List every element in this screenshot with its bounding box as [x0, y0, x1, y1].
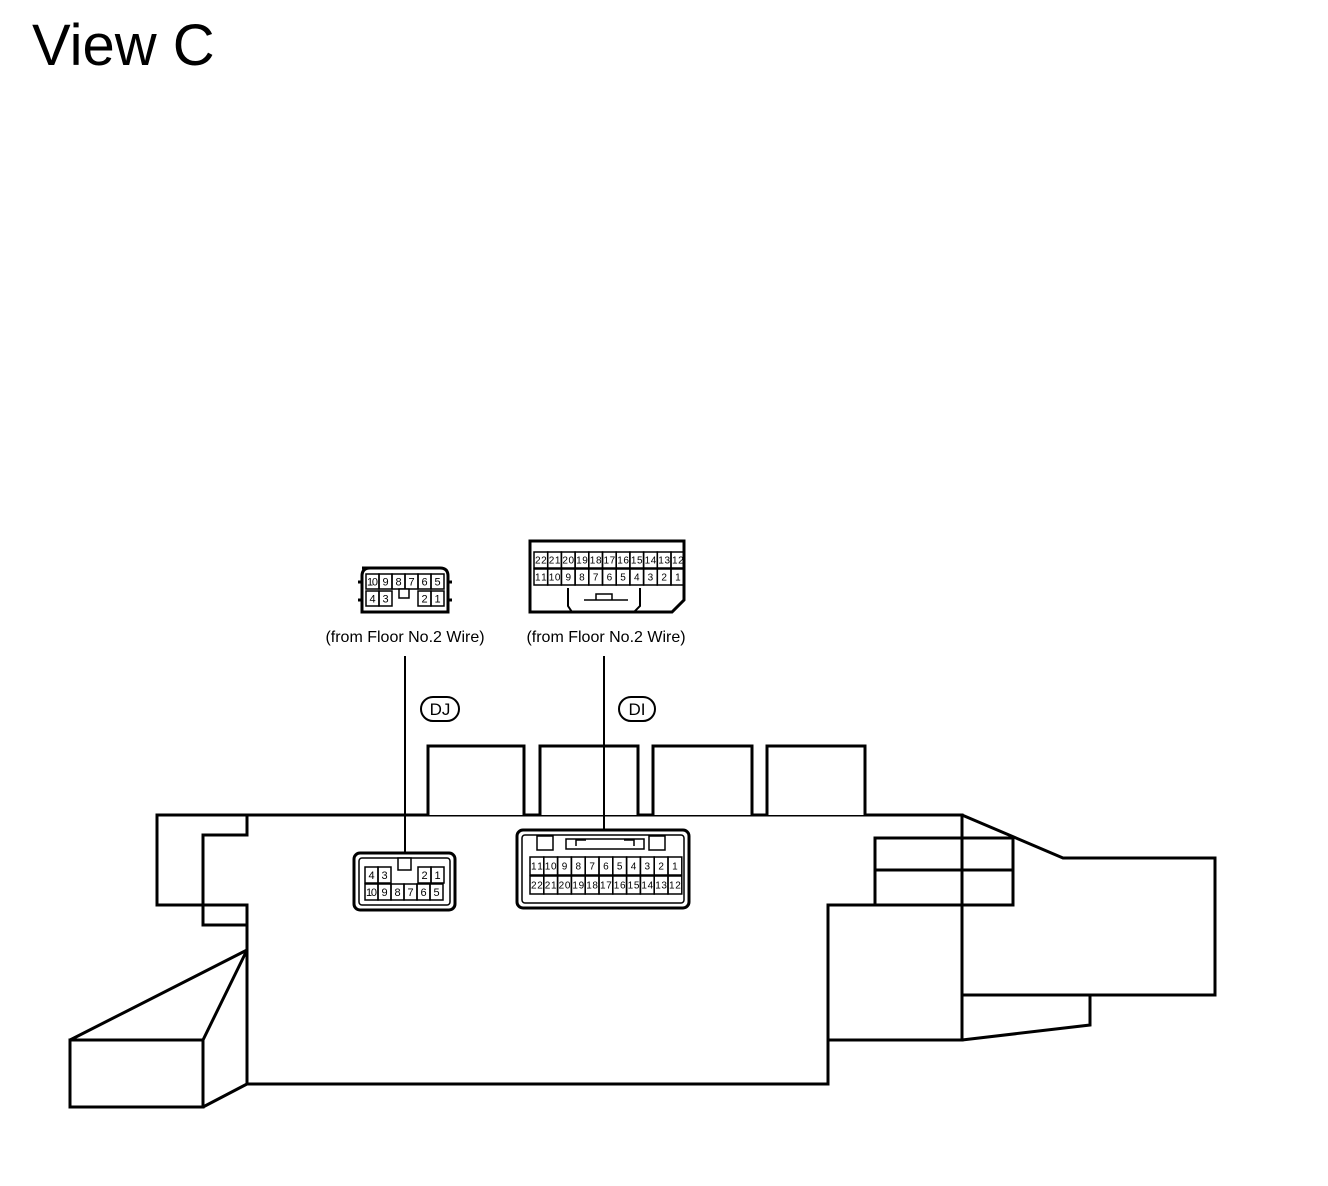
di-mount-pin-number: 8 [576, 862, 582, 873]
di-face-pin-number: 3 [648, 573, 654, 584]
dj-face-pin-cell [430, 590, 445, 607]
di-face-pin-number: 9 [565, 573, 571, 584]
di-face-pin-number: 18 [590, 556, 602, 567]
di-face-pin-number: 19 [576, 556, 588, 567]
dj-face-pin-cell [430, 573, 445, 590]
di-mount-pin-number: 10 [545, 862, 557, 873]
di-callout-badge: DI [618, 696, 656, 722]
di-face-pin-number: 16 [617, 556, 629, 567]
dj-face-pin-number: 6 [421, 576, 427, 588]
dj-mount-pin-cell [430, 866, 445, 884]
di-mount-pin-number: 5 [617, 862, 623, 873]
di-mount-pin-number: 18 [586, 881, 598, 892]
dj-mount-pin-number: 4 [368, 870, 374, 882]
di-face-pin-number: 21 [549, 556, 561, 567]
di-face-pin-number: 15 [631, 556, 643, 567]
di-mount-pin-number: 12 [669, 881, 681, 892]
di-mount-pin-number: 4 [631, 862, 637, 873]
page-title: View C [32, 13, 215, 78]
di-mount-pin-cell [667, 856, 683, 876]
dj-face-pin-number: 5 [434, 576, 440, 588]
dj-mount-pin-number: 10 [366, 887, 377, 899]
di-face-pin-number: 6 [607, 573, 613, 584]
di-face-pin-number: 1 [675, 573, 681, 584]
di-mount-pin-number: 6 [603, 862, 609, 873]
dj-source-label: (from Floor No.2 Wire) [325, 629, 484, 646]
component-body [68, 744, 1217, 1109]
dj-mount-pin-number: 3 [381, 870, 387, 882]
di-face-pin-number: 13 [658, 556, 670, 567]
di-mount-pin-number: 13 [655, 881, 667, 892]
dj-callout-badge: DJ [420, 696, 460, 722]
di-mount-pin-number: 2 [658, 862, 664, 873]
dj-face-pin-number: 9 [382, 576, 388, 588]
di-face-pin-number: 5 [620, 573, 626, 584]
di-mount-pin-number: 3 [645, 862, 651, 873]
di-mount-pin-number: 16 [614, 881, 626, 892]
di-mount-pin-number: 9 [562, 862, 568, 873]
dj-face-pin-number: 10 [367, 576, 378, 588]
dj-mount-pin-cell [377, 866, 392, 884]
di-mount-pin-cell [667, 875, 683, 895]
dj-mount-pin-number: 8 [394, 887, 400, 899]
dj-mount-pin-number: 6 [420, 887, 426, 899]
di-face-pin-number: 8 [579, 573, 585, 584]
di-mount-pin-number: 17 [600, 881, 612, 892]
di-code-label: DI [629, 700, 646, 719]
dj-face-pin-number: 1 [434, 593, 440, 605]
di-face-pin-number: 17 [604, 556, 616, 567]
dj-mount-pin-number: 5 [433, 887, 439, 899]
di-face-pin-number: 14 [645, 556, 657, 567]
di-face-pin-cell [670, 568, 686, 586]
dj-mount-pin-number: 9 [381, 887, 387, 899]
di-face-pin-number: 20 [562, 556, 574, 567]
dj-face-pin-number: 7 [408, 576, 414, 588]
di-face-pin-number: 4 [634, 573, 640, 584]
di-mount-pin-number: 20 [559, 881, 571, 892]
di-mount-pin-number: 1 [672, 862, 678, 873]
dj-code-label: DJ [430, 700, 451, 719]
dj-face-pin-number: 2 [421, 593, 427, 605]
dj-face-pin-number: 3 [382, 593, 388, 605]
dj-face-pin-cell [378, 590, 393, 607]
dj-mount-pin-cell [429, 883, 444, 901]
di-mount-pin-number: 15 [628, 881, 640, 892]
di-source-label: (from Floor No.2 Wire) [526, 629, 685, 646]
dj-mount-pin-number: 1 [434, 870, 440, 882]
di-mount-pin-number: 19 [572, 881, 584, 892]
di-face-pin-cell [670, 551, 686, 569]
dj-face-pin-number: 4 [369, 593, 375, 605]
dj-mount-pin-number: 2 [421, 870, 427, 882]
di-face-pin-number: 12 [672, 556, 684, 567]
di-mount-pin-number: 11 [531, 862, 543, 873]
dj-face-pin-number: 8 [395, 576, 401, 588]
di-mount-pin-number: 21 [545, 881, 557, 892]
dj-mount-pin-number: 7 [407, 887, 413, 899]
di-face-pin-number: 10 [549, 573, 561, 584]
di-face-pin-number: 7 [593, 573, 599, 584]
di-mount-pin-number: 14 [641, 881, 653, 892]
di-face-pin-number: 11 [535, 573, 547, 584]
di-face-pin-number: 2 [661, 573, 667, 584]
di-face-pin-number: 22 [535, 556, 547, 567]
di-mount-pin-number: 22 [531, 881, 543, 892]
di-mount-pin-number: 7 [589, 862, 595, 873]
